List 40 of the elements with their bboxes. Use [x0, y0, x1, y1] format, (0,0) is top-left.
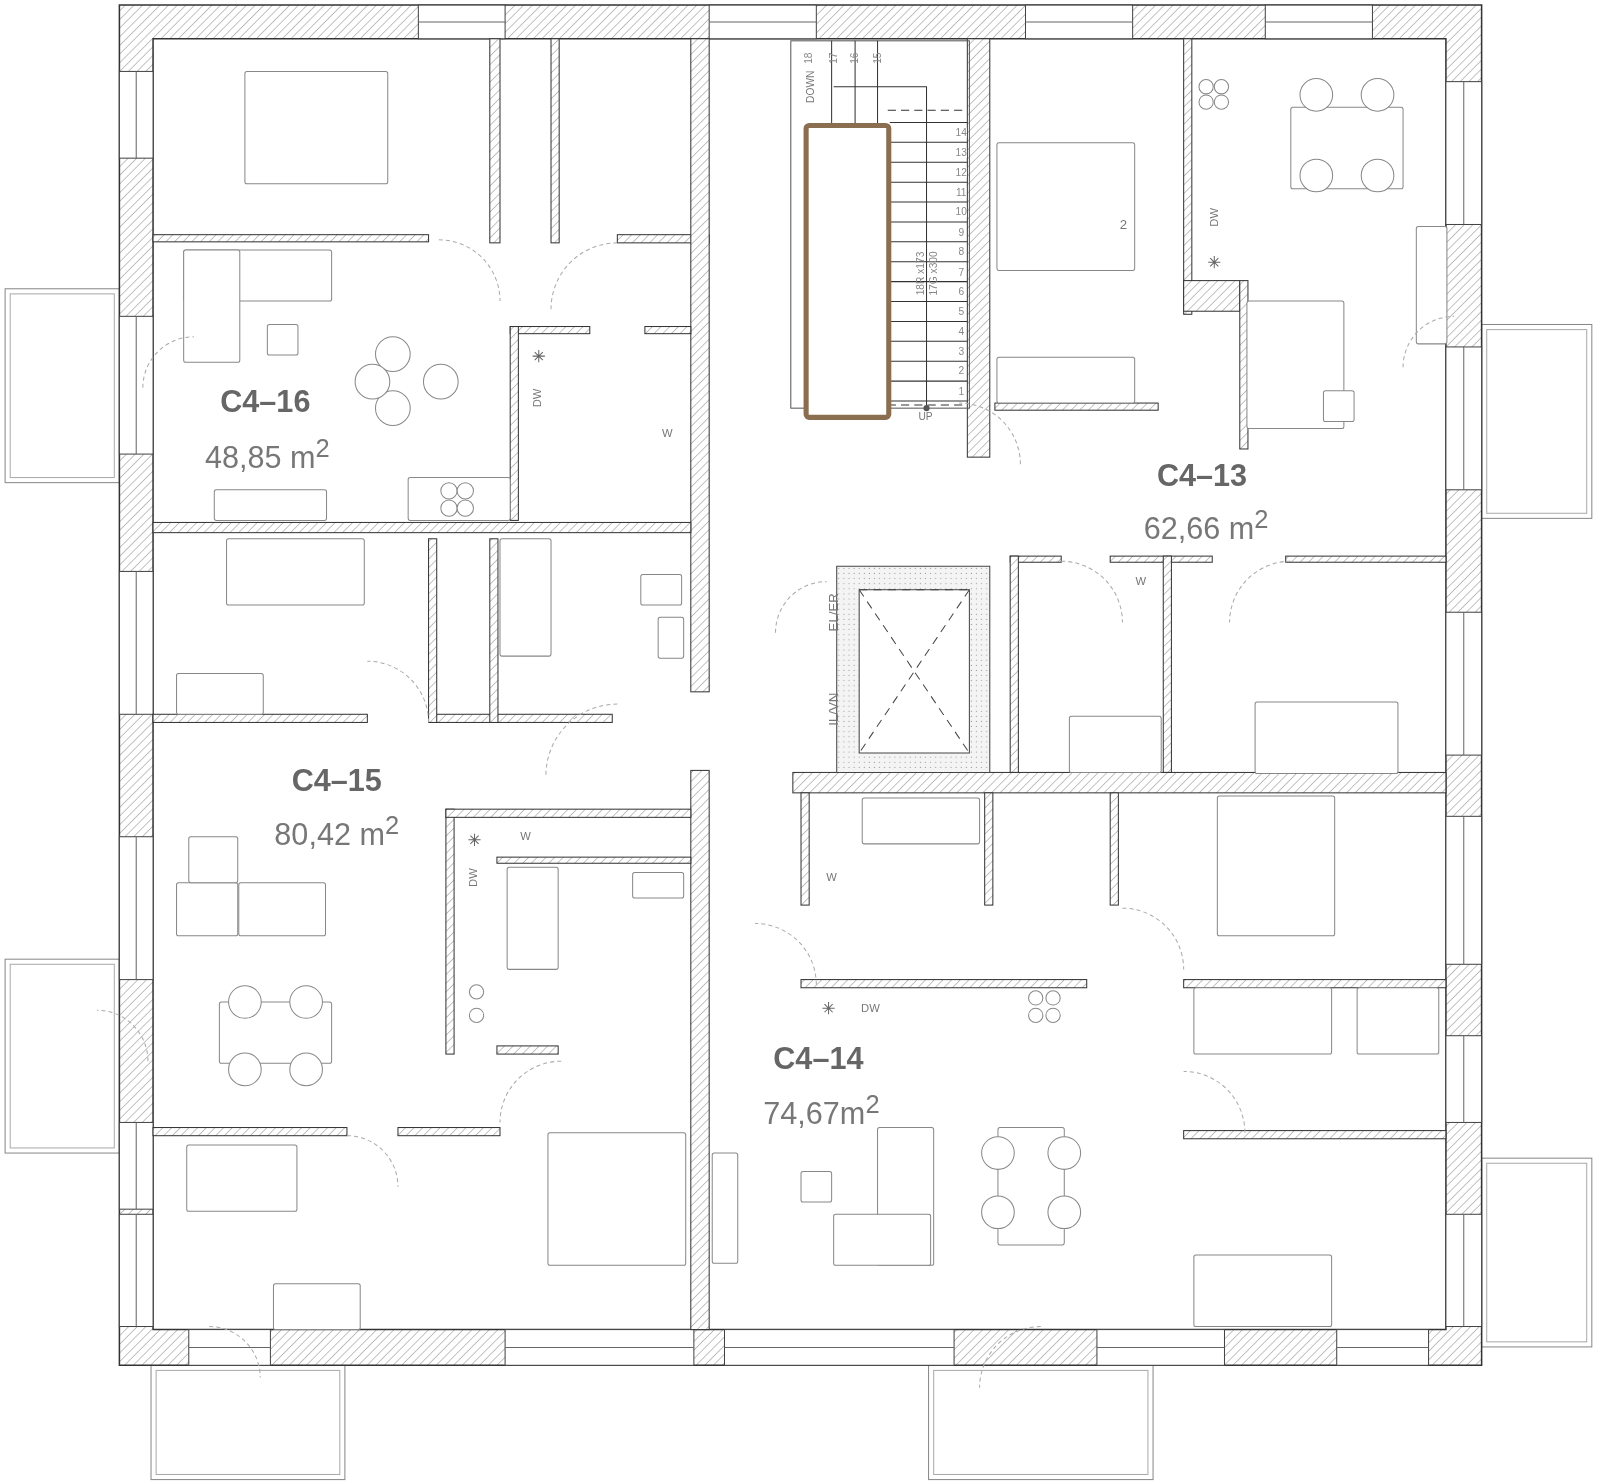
step-number: 17 — [828, 52, 839, 64]
step-number: 5 — [958, 306, 965, 317]
shaft-label: IL/VN — [827, 692, 841, 726]
appliance-label: W — [1135, 576, 1147, 588]
appliance-label: DW — [1208, 208, 1220, 227]
appliance-label: DW — [532, 388, 544, 408]
appliance-label: W — [662, 428, 673, 440]
stair-direction-text: DOWN — [806, 70, 817, 103]
stair-dimension: 17G x300 — [928, 251, 939, 296]
step-number: 9 — [958, 227, 965, 238]
appliance-label: DW — [467, 868, 480, 887]
step-number: 10 — [955, 207, 967, 218]
stair-dimension: 18R x173 — [916, 251, 927, 296]
apartment-number: C4–15 — [291, 765, 382, 796]
apartment-number: C4–16 — [220, 386, 311, 418]
appliance-label: DW — [861, 1002, 880, 1014]
apartment-number: C4–13 — [1156, 460, 1248, 491]
step-number: 6 — [958, 286, 965, 297]
step-number: 1 — [958, 386, 965, 397]
step-number: 8 — [958, 246, 965, 258]
step-number: 3 — [958, 346, 965, 357]
stair-direction-text: UP — [918, 412, 933, 423]
floor-area: 62,66 m$^{2}$ — [1143, 506, 1269, 545]
floor-area: 48,85 m$^{2}$ — [204, 435, 330, 473]
step-number: 13 — [955, 147, 967, 158]
room-number: 2 — [1119, 217, 1128, 232]
step-number: 15 — [872, 52, 883, 64]
step-number: 18 — [804, 52, 815, 64]
shaft-label: EL/ER — [827, 593, 841, 632]
appliance-label: W — [520, 831, 531, 843]
apartment-number: C4–14 — [773, 1043, 864, 1075]
step-number: 12 — [955, 167, 967, 178]
floor-area: 80,42 m$^{2}$ — [274, 812, 400, 851]
step-number: 2 — [958, 366, 965, 377]
step-number: 14 — [955, 127, 967, 138]
step-number: 7 — [958, 266, 965, 278]
floor-area: 74,67m$^{2}$ — [763, 1091, 880, 1130]
step-number: 11 — [955, 187, 967, 198]
appliance-label: W — [826, 871, 837, 884]
step-number: 4 — [958, 326, 965, 337]
